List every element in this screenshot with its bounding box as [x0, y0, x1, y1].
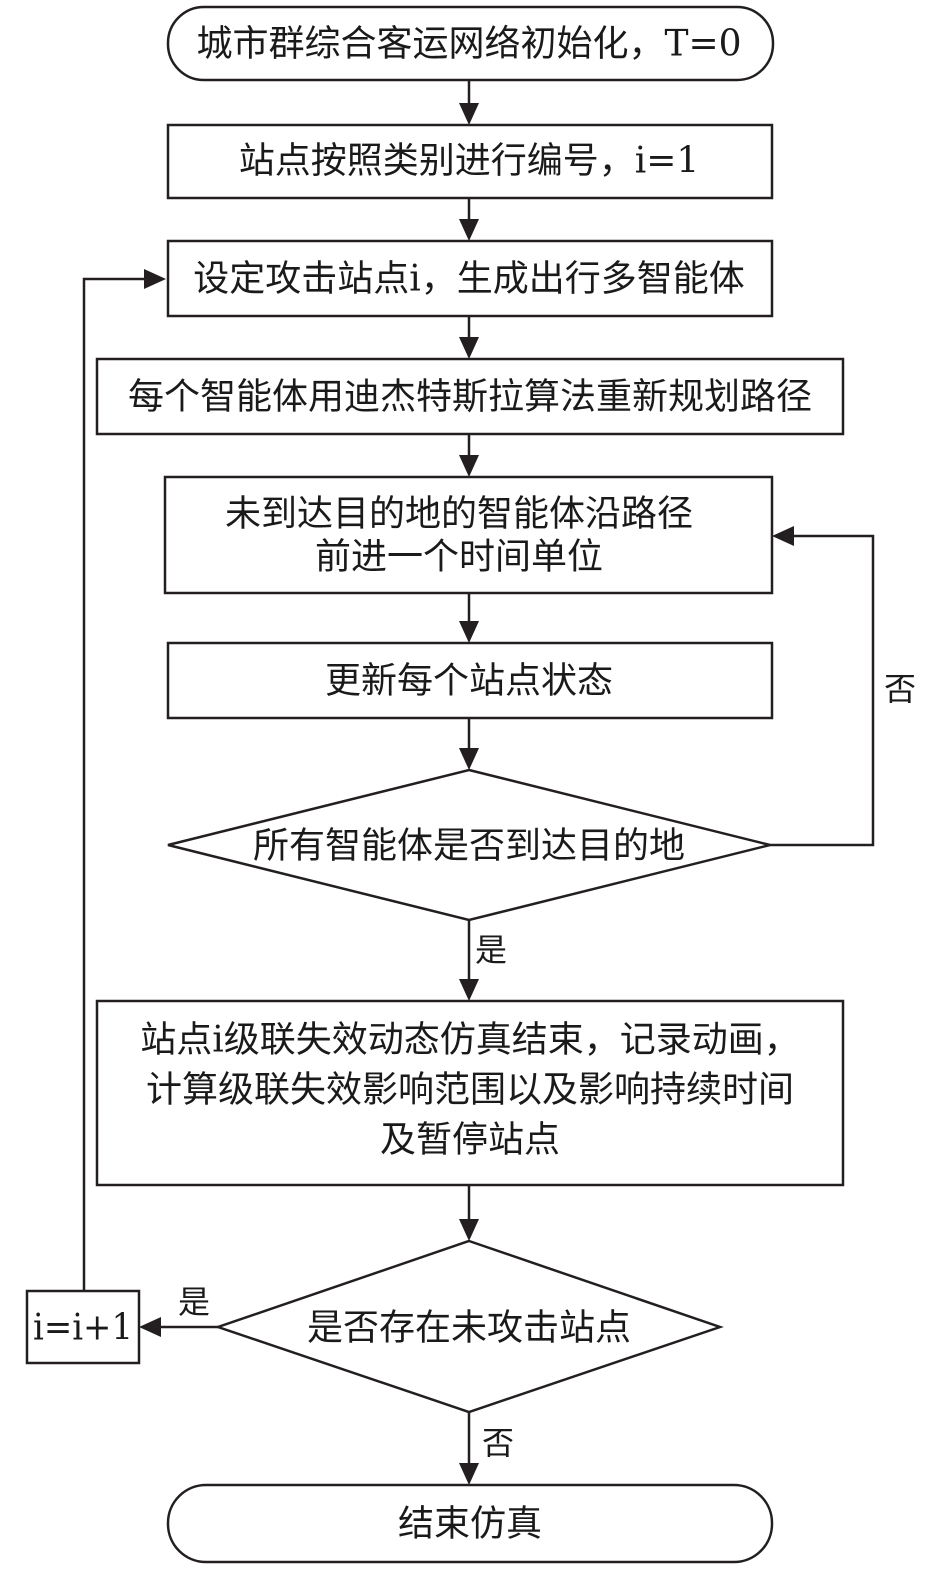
arrowhead	[459, 748, 479, 770]
finish-process-shape	[95, 999, 845, 1187]
edge-increment-loop	[82, 277, 145, 1291]
increment-label: i=i+1	[33, 1308, 133, 1349]
increment-process: i=i+1	[25, 1289, 141, 1365]
numbering-process: 站点按照类别进行编号，i=1	[166, 123, 774, 200]
edge-label-remaining-no: 否	[482, 1424, 514, 1462]
arrived-decision: 所有智能体是否到达目的地	[167, 768, 771, 922]
remaining-decision-label: 是否存在未攻击站点	[307, 1308, 631, 1349]
end-terminal-shape	[166, 1483, 774, 1564]
edge-label-arrived-no: 否	[884, 670, 916, 708]
update-process: 更新每个站点状态	[166, 641, 774, 720]
end-terminal: 结束仿真	[166, 1483, 774, 1564]
connectors	[82, 80, 875, 1485]
numbering-process-shape	[166, 123, 774, 200]
edge-label-arrived-yes: 是	[475, 931, 507, 969]
advance-label-line2: 前进一个时间单位	[315, 537, 603, 578]
increment-process-shape	[25, 1289, 141, 1365]
arrived-decision-label: 所有智能体是否到达目的地	[253, 826, 685, 867]
advance-process-shape	[163, 475, 774, 595]
update-label: 更新每个站点状态	[325, 661, 613, 702]
arrowhead	[459, 621, 479, 643]
start-label: 城市群综合客运网络初始化，T=0	[196, 24, 741, 65]
finish-label-line2: 计算级联失效影响范围以及影响持续时间	[146, 1070, 794, 1111]
arrowhead	[772, 526, 794, 546]
remaining-decision: 是否存在未攻击站点	[214, 1239, 724, 1414]
numbering-label: 站点按照类别进行编号，i=1	[239, 141, 700, 182]
replan-process: 每个智能体用迪杰特斯拉算法重新规划路径	[95, 357, 845, 436]
finish-process: 站点i级联失效动态仿真结束，记录动画， 计算级联失效影响范围以及影响持续时间 及…	[95, 999, 845, 1187]
arrowhead	[459, 103, 479, 125]
finish-label-line3: 及暂停站点	[380, 1120, 560, 1161]
set-attack-process: 设定攻击站点i，生成出行多智能体	[166, 239, 774, 318]
finish-label-line1: 站点i级联失效动态仿真结束，记录动画，	[140, 1020, 800, 1061]
arrowhead	[459, 337, 479, 359]
arrowhead	[459, 979, 479, 1001]
advance-process: 未到达目的地的智能体沿路径 前进一个时间单位	[163, 475, 774, 595]
edge-arrived-no-loop	[770, 534, 875, 847]
arrowhead	[459, 1219, 479, 1241]
arrived-decision-shape	[167, 768, 771, 922]
set-attack-process-shape	[166, 239, 774, 318]
advance-label-line1: 未到达目的地的智能体沿路径	[225, 494, 693, 535]
arrowhead	[144, 269, 166, 289]
start-terminal-shape	[166, 5, 775, 82]
end-label: 结束仿真	[398, 1504, 542, 1545]
update-process-shape	[166, 641, 774, 720]
start-terminal: 城市群综合客运网络初始化，T=0	[166, 5, 775, 82]
replan-process-shape	[95, 357, 845, 436]
arrowhead	[139, 1317, 161, 1337]
arrowhead	[459, 1463, 479, 1485]
replan-label: 每个智能体用迪杰特斯拉算法重新规划路径	[128, 377, 812, 418]
edge-label-remaining-yes: 是	[178, 1283, 210, 1321]
arrowhead	[459, 455, 479, 477]
remaining-decision-shape	[214, 1239, 724, 1414]
set-attack-label: 设定攻击站点i，生成出行多智能体	[193, 259, 745, 300]
arrowhead	[459, 219, 479, 241]
